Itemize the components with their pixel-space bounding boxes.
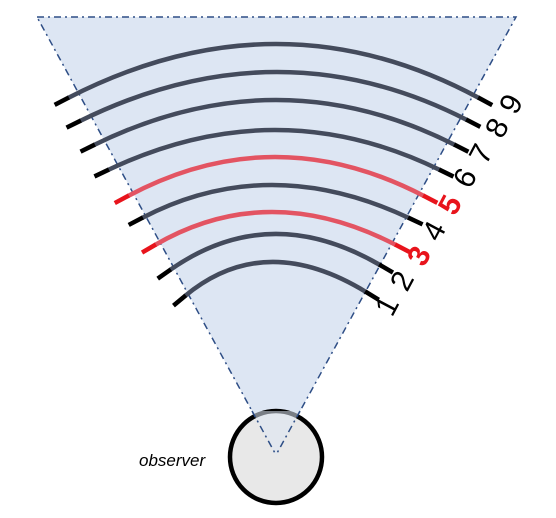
wavefront-label-2: 2: [384, 266, 421, 296]
wavefront-label-9: 9: [493, 89, 530, 119]
wavefront-tick-2-left: [156, 267, 173, 281]
wavefront-tick-9-right: [477, 95, 494, 108]
wavefront-arc-5: [126, 154, 426, 198]
wavefront-tick-3-left: [140, 242, 157, 255]
wavefront-arc-8: [79, 69, 469, 124]
wavefront-arc-1: [183, 259, 368, 298]
wavefront-label-7: 7: [463, 139, 500, 169]
wavefront-arcs: [66, 41, 481, 298]
wavefront-arc-3: [153, 209, 398, 247]
wavefront-tick-1-right: [363, 289, 380, 302]
wavefront-arc-7: [93, 97, 457, 148]
wavefront-tick-8-right: [465, 117, 482, 129]
wavefront-arc-4: [140, 182, 410, 221]
wavefront-label-3: 3: [401, 241, 438, 271]
wavefront-label-1: 1: [369, 291, 406, 321]
wavefront-label-5: 5: [432, 190, 469, 220]
wavefront-arc-6: [107, 127, 441, 173]
wavefront-tick-3-right: [394, 242, 411, 254]
wavefront-arc-2: [168, 231, 382, 272]
wavefront-tick-1-left: [172, 293, 188, 308]
wavefront-tick-7-right: [453, 142, 470, 154]
wavefront-tick-4-right: [407, 215, 424, 227]
observer-label: observer: [139, 451, 206, 470]
wavefront-tick-8-left: [65, 118, 82, 130]
wavefront-label-8: 8: [479, 113, 516, 143]
wavefront-tick-9-left: [53, 95, 70, 107]
wavefront-tick-5-right: [422, 193, 439, 205]
wavefront-tick-7-left: [79, 142, 96, 154]
view-cone-tip: [252, 411, 300, 455]
wavefront-tick-6-right: [438, 167, 455, 179]
wavefront-label-4: 4: [416, 216, 453, 246]
wavefront-ticks: [53, 95, 494, 308]
wavefront-arc-9: [66, 41, 481, 101]
wavefront-tick-5-left: [113, 193, 130, 206]
wavefront-tick-4-left: [127, 215, 144, 227]
wavefront-tick-2-right: [378, 262, 395, 275]
wavefront-tick-6-left: [93, 167, 110, 179]
wavefront-label-6: 6: [447, 163, 484, 193]
